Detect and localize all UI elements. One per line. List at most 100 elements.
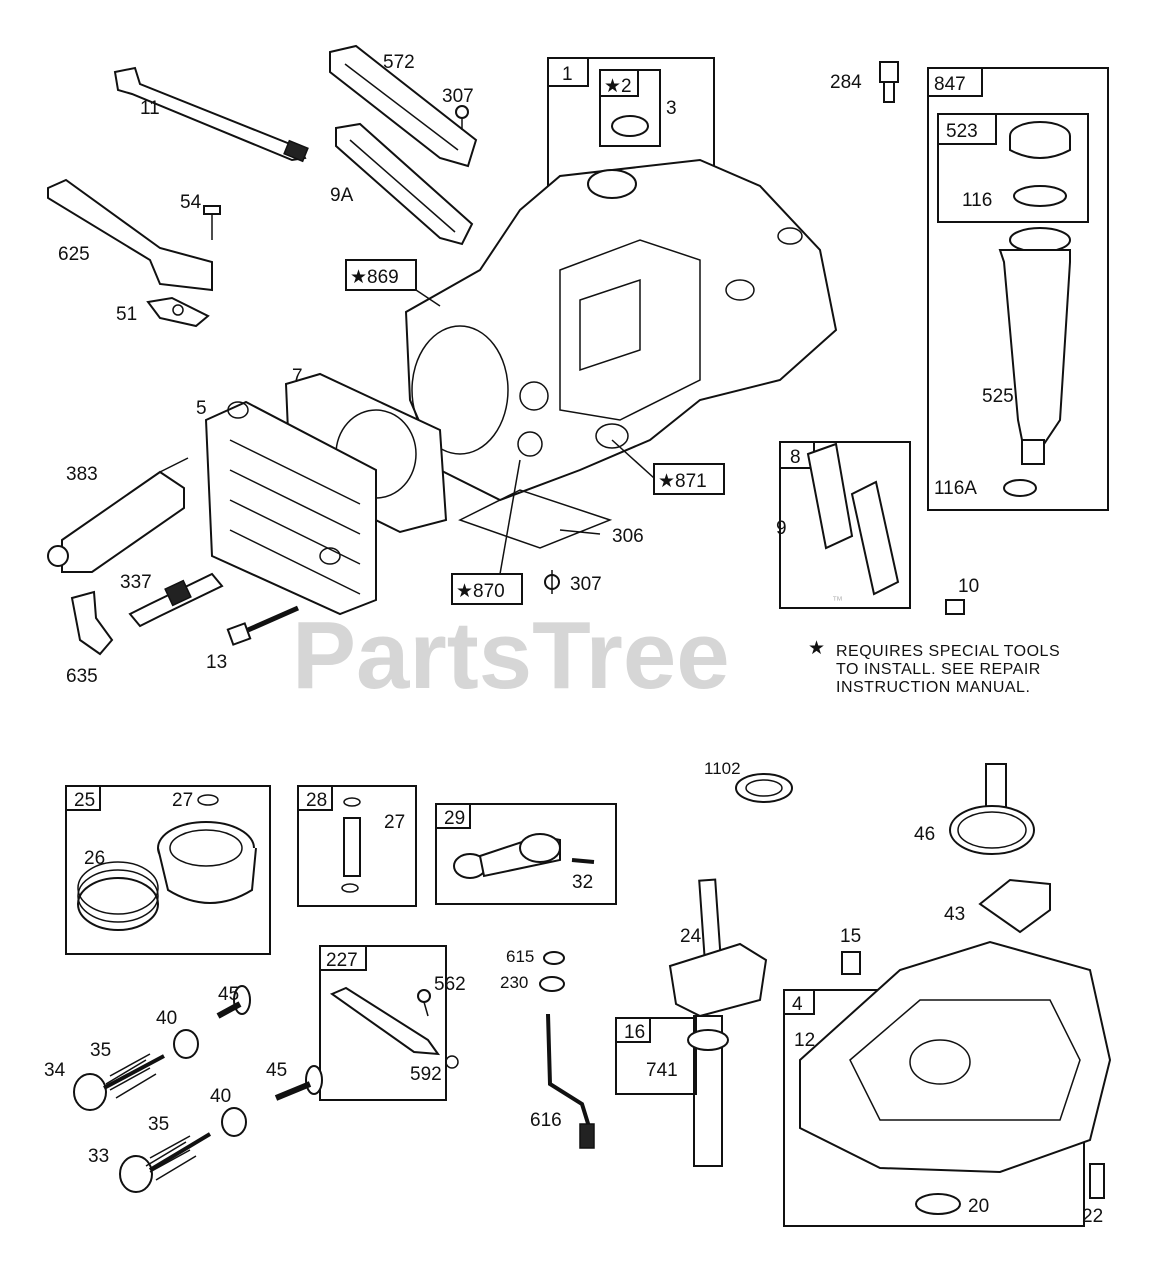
part-crankshaft-24[interactable]: [668, 878, 768, 1167]
label-9a: 9A: [330, 185, 354, 206]
part-screw-307-top[interactable]: [455, 105, 469, 130]
label-15: 15: [840, 926, 861, 947]
part-tappet-45-upper[interactable]: [216, 985, 251, 1019]
part-plug-284[interactable]: [879, 61, 899, 103]
box-523-tag: [937, 113, 997, 145]
part-22[interactable]: [1089, 1163, 1105, 1199]
part-governor-shaft-616[interactable]: [546, 1013, 595, 1149]
part-oring-116[interactable]: [1013, 185, 1067, 207]
label-116a: 116A: [934, 478, 977, 499]
label-20: 20: [968, 1196, 989, 1217]
label-40-upper: 40: [156, 1008, 177, 1029]
watermark-text: PartsTree: [292, 602, 730, 709]
part-retainer-40-upper[interactable]: [173, 1029, 199, 1059]
part-gasket-9a[interactable]: [335, 122, 474, 246]
part-clip-27-b1[interactable]: [343, 797, 361, 807]
label-27-a: 27: [172, 790, 193, 811]
label-51: 51: [116, 304, 137, 325]
label-562: 562: [434, 974, 466, 995]
label-3: 3: [666, 98, 677, 119]
part-15[interactable]: [841, 951, 861, 975]
part-plug-10[interactable]: [945, 599, 965, 615]
part-valve-33[interactable]: [119, 1132, 212, 1193]
box-29: [435, 803, 617, 905]
label-40-lower: 40: [210, 1086, 231, 1107]
label-625: 625: [58, 244, 90, 265]
label-9: 9: [776, 518, 787, 539]
part-retainer-40-lower[interactable]: [221, 1107, 247, 1137]
label-870: ★870: [456, 581, 505, 602]
part-bolt-13[interactable]: [226, 605, 300, 646]
label-27-b: 27: [384, 812, 405, 833]
part-clip-27-a[interactable]: [197, 794, 219, 806]
part-615[interactable]: [543, 951, 565, 965]
box-869: [345, 259, 417, 291]
box-29-tag: [435, 803, 471, 829]
part-clip-27-b2[interactable]: [341, 883, 359, 893]
label-25: 25: [74, 790, 95, 811]
part-cylinder-head-5[interactable]: [204, 400, 377, 616]
label-306: 306: [612, 526, 644, 547]
part-camshaft-46[interactable]: [949, 763, 1035, 855]
part-governor-lever[interactable]: [329, 986, 441, 1056]
part-tappet-45-lower[interactable]: [274, 1065, 323, 1101]
part-breather-gasket-9[interactable]: [806, 442, 854, 550]
label-572: 572: [383, 52, 415, 73]
label-227: 227: [326, 950, 358, 971]
note-line-1: REQUIRES SPECIAL TOOLS: [836, 643, 1060, 660]
box-871: [653, 463, 725, 495]
part-screw-562[interactable]: [417, 989, 431, 1017]
label-116: 116: [962, 190, 992, 211]
part-oring-116a[interactable]: [1003, 479, 1037, 497]
part-valve-34[interactable]: [73, 1053, 165, 1111]
part-washer-230[interactable]: [539, 976, 565, 992]
label-7: 7: [292, 366, 303, 387]
part-boot-635[interactable]: [70, 590, 114, 656]
part-625[interactable]: [47, 178, 213, 292]
part-muffler-383[interactable]: [47, 457, 189, 573]
part-seal-3[interactable]: [611, 115, 649, 137]
part-screw-307-bottom[interactable]: [544, 570, 560, 594]
label-26: 26: [84, 848, 105, 869]
label-1: 1: [562, 64, 573, 85]
part-wrist-pin[interactable]: [343, 817, 361, 877]
label-24: 24: [680, 926, 702, 947]
part-breather-cover[interactable]: [850, 480, 900, 596]
part-governor-43[interactable]: [978, 878, 1051, 934]
label-13: 13: [206, 652, 227, 673]
label-54: 54: [180, 192, 202, 213]
part-gasket-51[interactable]: [146, 296, 210, 328]
part-592[interactable]: [445, 1055, 459, 1069]
label-11: 11: [140, 98, 160, 119]
part-connecting-rod[interactable]: [453, 833, 561, 879]
box-1-tag: [547, 57, 589, 87]
label-230: 230: [500, 973, 528, 992]
part-oil-cap-523[interactable]: [1009, 121, 1071, 159]
box-227-tag: [319, 945, 367, 971]
watermark-tm: ™: [832, 595, 843, 607]
part-piston[interactable]: [157, 821, 257, 904]
box-227: [319, 945, 447, 1101]
part-oil-fill-tube-525[interactable]: [998, 227, 1071, 465]
label-2: ★2: [604, 76, 632, 97]
label-43: 43: [944, 904, 965, 925]
note-line-2: TO INSTALL. SEE REPAIR: [836, 661, 1041, 678]
part-seal-20[interactable]: [915, 1193, 961, 1215]
part-spark-plug-337[interactable]: [128, 572, 224, 628]
part-screw-54[interactable]: [203, 205, 221, 240]
label-525: 525: [982, 386, 1014, 407]
box-16: [615, 1017, 697, 1095]
part-timing-gear-741[interactable]: [687, 1029, 729, 1051]
part-seal-1102[interactable]: [735, 773, 793, 803]
part-piston-rings-26[interactable]: [77, 861, 159, 931]
box-25-tag: [65, 785, 101, 811]
label-45-upper: 45: [218, 984, 239, 1005]
label-5: 5: [196, 398, 207, 419]
part-cylinder-block[interactable]: [404, 158, 838, 549]
part-bolt-32[interactable]: [571, 858, 595, 864]
label-307-bottom: 307: [570, 574, 602, 595]
part-dipstick-tube[interactable]: [113, 66, 309, 163]
part-sump-12[interactable]: [799, 940, 1112, 1174]
part-gasket-572[interactable]: [329, 44, 478, 168]
label-10: 10: [958, 576, 979, 597]
